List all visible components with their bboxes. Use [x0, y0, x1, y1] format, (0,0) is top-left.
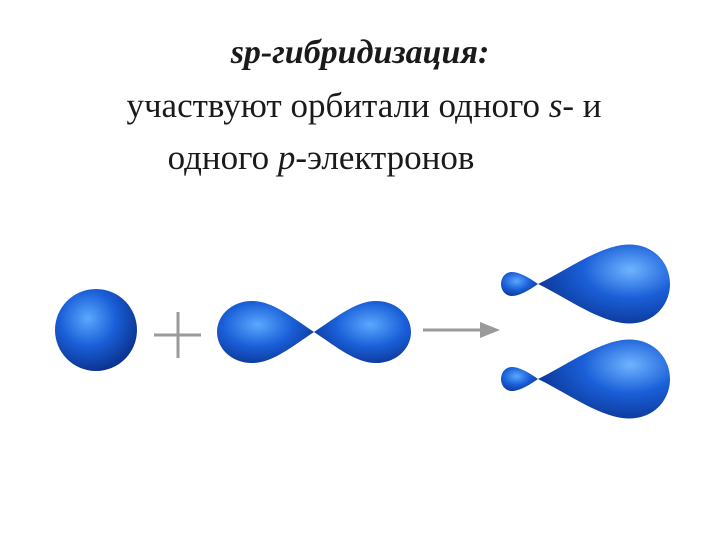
line2-text-before: одного — [167, 138, 278, 177]
arrow-icon — [423, 322, 500, 338]
p-orbital-left-lobe — [217, 301, 314, 363]
p-orbital-right-lobe — [314, 301, 411, 363]
sp-hybrid-orbital-bottom — [501, 339, 670, 419]
slide-title: sp-гибридизация: — [230, 34, 490, 71]
s-orbital-sphere — [55, 289, 137, 371]
line1-text-before: участвуют орбитали одного — [126, 86, 549, 125]
line1-text-after: - и — [562, 86, 602, 125]
slide-heading: sp-гибридизация: участвуют орбитали одно… — [0, 28, 720, 184]
sp-hybrid-orbital-top — [501, 244, 670, 324]
description-line-1: участвуют орбитали одного s- и — [0, 80, 720, 132]
sp-hybrid-top-large-lobe — [538, 244, 670, 324]
plus-icon — [154, 312, 201, 358]
sp-hybrid-bottom-large-lobe — [538, 339, 670, 419]
p-orbital — [217, 301, 411, 363]
line2-text-after: -электронов — [295, 138, 475, 177]
sp-hybrid-bottom-small-lobe — [501, 367, 538, 391]
p-letter: p — [277, 138, 296, 177]
s-letter: s — [548, 86, 563, 125]
sp-hybrid-top-small-lobe — [501, 272, 538, 296]
description-line-2: одного p-электронов — [0, 132, 720, 184]
